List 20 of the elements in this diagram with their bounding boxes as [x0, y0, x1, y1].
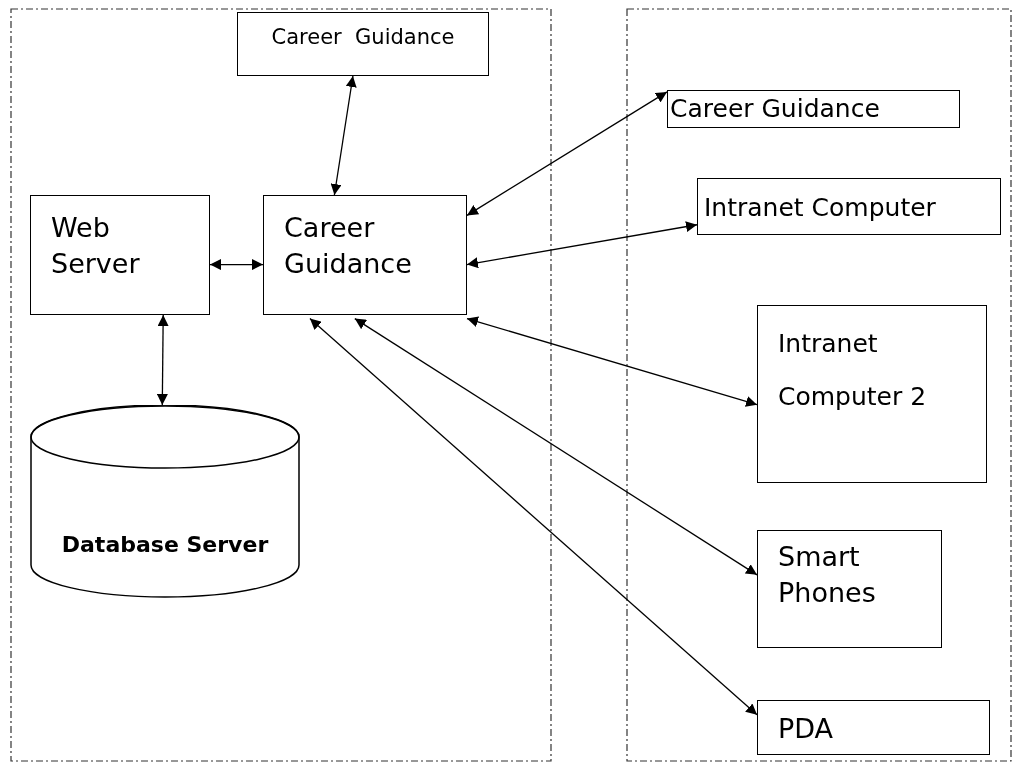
double-arrow: [330, 75, 357, 196]
double-arrow: [466, 316, 758, 407]
double-arrow: [209, 259, 264, 271]
process-box: Career Guidance: [667, 90, 960, 128]
process-box: Career Guidance: [237, 12, 489, 76]
database-cylinder: [30, 405, 300, 598]
process-box: Intranet Computer: [697, 178, 1001, 235]
process-box: PDA: [757, 700, 990, 755]
double-arrow: [309, 317, 758, 716]
process-box: Intranet Computer 2: [757, 305, 987, 483]
dashed-panel: [10, 8, 552, 762]
double-arrow: [354, 317, 758, 576]
process-box: Career Guidance: [263, 195, 467, 315]
node-label: Database Server: [60, 531, 270, 559]
process-box: Web Server: [30, 195, 210, 315]
process-box: Smart Phones: [757, 530, 942, 648]
double-arrow: [466, 221, 698, 269]
double-arrow: [156, 314, 169, 406]
dashed-panel: [626, 8, 1012, 762]
double-arrow: [466, 91, 668, 217]
